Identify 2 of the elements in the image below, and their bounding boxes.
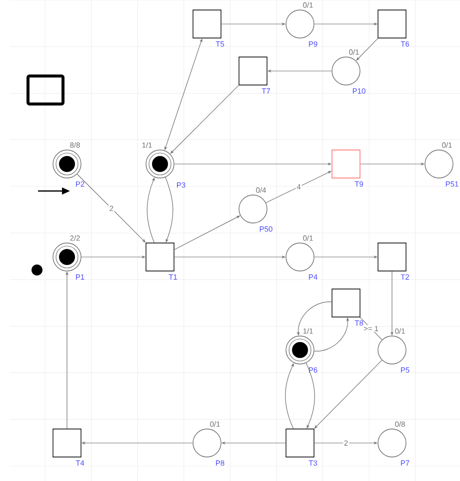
arc-arrow [285, 363, 294, 429]
arc-arrow [170, 85, 239, 154]
